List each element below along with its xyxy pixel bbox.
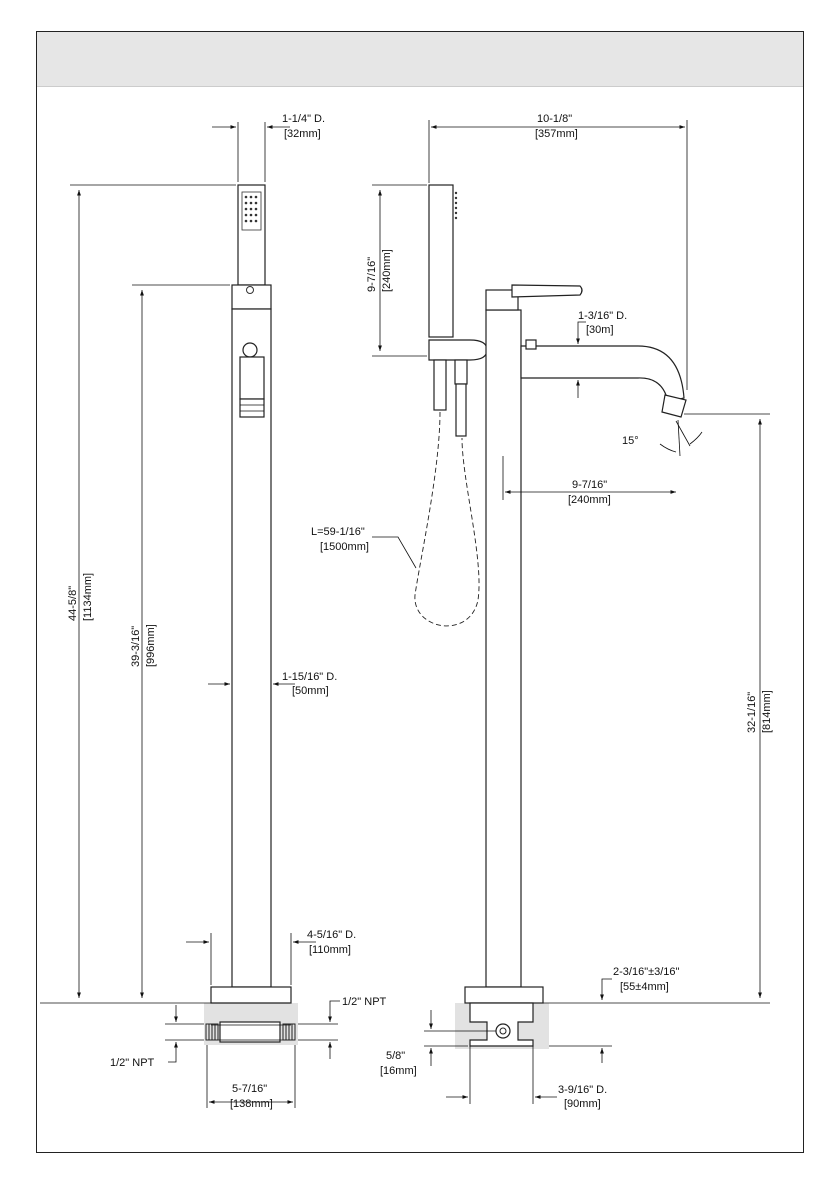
dim-spout-height: 32-1/16" — [746, 692, 758, 733]
dim-spout-diameter: 1-3/16" D. — [578, 310, 627, 322]
base-plate-side — [465, 987, 543, 1003]
dim-box-width: 5-7/16" — [232, 1083, 267, 1095]
dim-base-diameter: 4-5/16" D. — [307, 929, 356, 941]
dim-spout-angle: 15° — [622, 435, 639, 447]
dim-base-diameter-mm: [110mm] — [309, 944, 351, 956]
dim-spout-reach-mm: [240mm] — [568, 494, 611, 506]
dim-reach-total: 10-1/8" — [537, 113, 572, 125]
spout — [521, 346, 684, 402]
side-view: 10-1/8" [357mm] 9-7/16" [240mm] 1-3/16" … — [311, 113, 773, 1110]
base-plate-front — [211, 987, 291, 1003]
dim-body-height-mm: [996mm] — [145, 624, 157, 667]
dim-handshower-length-mm: [240mm] — [381, 249, 393, 292]
dim-box-diameter-mm: [90mm] — [564, 1098, 601, 1110]
dim-npt-right: 1/2" NPT — [342, 996, 387, 1008]
front-view: 1-1/4" D. [32mm] 44-5/8" [1134mm] 39-3/1… — [40, 113, 387, 1110]
dim-floor-gap-mm: [55±4mm] — [620, 981, 669, 993]
dim-body-height: 39-3/16" — [130, 626, 142, 667]
dim-handshower-diameter-mm: [32mm] — [284, 128, 321, 140]
screw-icon — [247, 287, 254, 294]
lever-handle — [512, 285, 582, 297]
dim-spout-height-mm: [814mm] — [761, 690, 773, 733]
dim-spout-reach: 9-7/16" — [572, 479, 607, 491]
column-side — [486, 310, 521, 987]
dim-total-height-mm: [1134mm] — [82, 573, 94, 621]
handshower-holder — [429, 340, 487, 360]
dim-spout-diameter-mm: [30m] — [586, 324, 614, 336]
dim-hose-length: L=59-1/16" — [311, 526, 365, 538]
dim-hose-length-mm: [1500mm] — [320, 541, 369, 553]
handshower-side — [429, 185, 453, 337]
dim-inlet-offset: 5/8" — [386, 1050, 405, 1062]
dim-total-height: 44-5/8" — [67, 586, 79, 621]
dim-column-diameter-mm: [50mm] — [292, 685, 329, 697]
dim-handshower-length: 9-7/16" — [366, 257, 378, 292]
hose — [415, 412, 479, 626]
dim-handshower-diameter: 1-1/4" D. — [282, 113, 325, 125]
dim-box-diameter: 3-9/16" D. — [558, 1084, 607, 1096]
dim-column-diameter: 1-15/16" D. — [282, 671, 337, 683]
dim-npt-left: 1/2" NPT — [110, 1057, 155, 1069]
dim-box-width-mm: [138mm] — [230, 1098, 273, 1110]
dim-reach-total-mm: [357mm] — [535, 128, 578, 140]
dim-inlet-offset-mm: [16mm] — [380, 1065, 417, 1077]
dim-floor-gap: 2-3/16"±3/16" — [613, 966, 680, 978]
